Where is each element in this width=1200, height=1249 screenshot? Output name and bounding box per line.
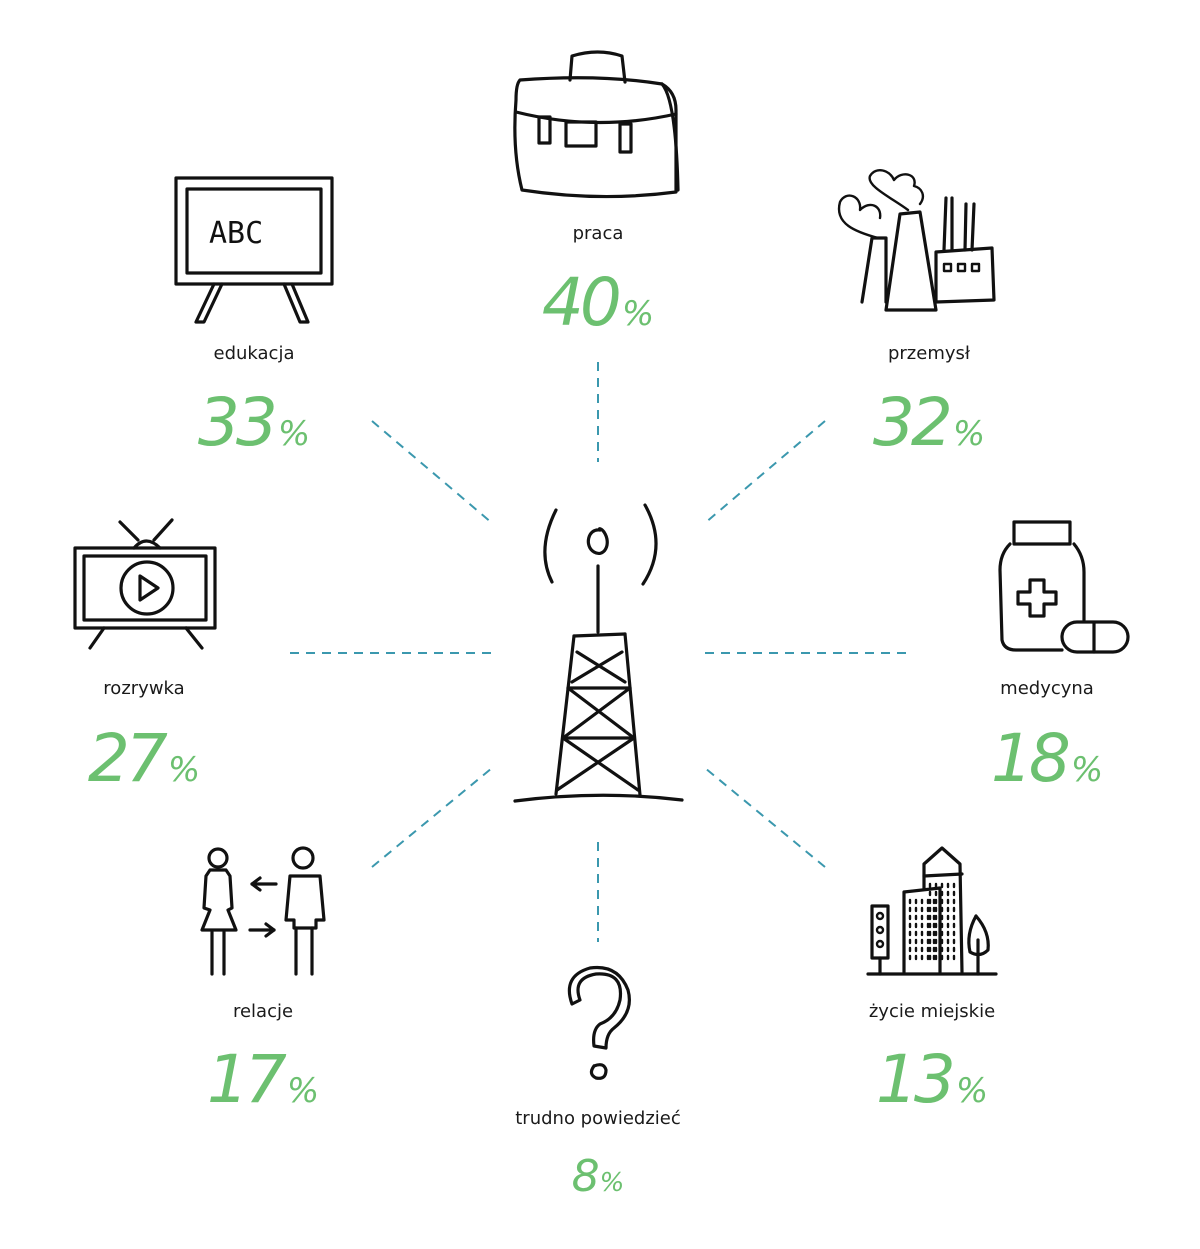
label-zycie: życie miejskie bbox=[868, 1001, 996, 1022]
label-medycyna: medycyna bbox=[1000, 678, 1094, 699]
label-przemysl: przemysł bbox=[887, 343, 971, 364]
briefcase-icon bbox=[513, 50, 680, 199]
percent-value: 18 bbox=[990, 720, 1071, 797]
label-relacje: relacje bbox=[232, 1001, 294, 1022]
percent-sign: % bbox=[286, 1071, 320, 1111]
connector-przemysl bbox=[704, 420, 826, 524]
percent-praca: 40% bbox=[542, 270, 654, 336]
radio-tower-icon bbox=[513, 503, 684, 803]
percent-sign: % bbox=[167, 750, 201, 790]
question-mark-icon bbox=[567, 965, 631, 1080]
label-praca: praca bbox=[572, 223, 624, 244]
connector-zycie bbox=[704, 767, 826, 868]
percent-przemysl: 32% bbox=[873, 390, 985, 456]
percent-sign: % bbox=[277, 414, 311, 454]
factory-icon bbox=[837, 169, 996, 312]
percent-value: 17 bbox=[206, 1041, 287, 1118]
connector-lines bbox=[290, 362, 909, 942]
percent-medycyna: 18% bbox=[991, 726, 1103, 792]
label-rozrywka: rozrywka bbox=[103, 678, 185, 699]
percent-value: 27 bbox=[87, 720, 168, 797]
percent-sign: % bbox=[952, 414, 986, 454]
percent-sign: % bbox=[1070, 750, 1104, 790]
percent-sign: % bbox=[599, 1168, 625, 1198]
people-icon bbox=[200, 846, 326, 976]
medicine-jar-icon bbox=[998, 520, 1130, 654]
connector-relacje bbox=[371, 767, 493, 868]
connector-edukacja bbox=[371, 420, 493, 524]
percent-sign: % bbox=[621, 294, 655, 334]
percent-sign: % bbox=[955, 1071, 989, 1111]
blackboard-icon: ABC bbox=[174, 176, 334, 324]
percent-edukacja: 33% bbox=[198, 390, 310, 456]
label-trudno: trudno powiedzieć bbox=[515, 1108, 681, 1129]
percent-value: 40 bbox=[541, 264, 622, 341]
tv-icon bbox=[73, 518, 217, 650]
percent-value: 32 bbox=[872, 384, 953, 461]
label-edukacja: edukacja bbox=[213, 343, 295, 364]
city-icon bbox=[866, 846, 998, 976]
board-text: ABC bbox=[209, 216, 263, 251]
percent-value: 8 bbox=[571, 1151, 600, 1202]
percent-rozrywka: 27% bbox=[88, 726, 200, 792]
percent-relacje: 17% bbox=[207, 1047, 319, 1113]
percent-trudno: 8% bbox=[572, 1155, 625, 1199]
percent-zycie: 13% bbox=[876, 1047, 988, 1113]
percent-value: 33 bbox=[197, 384, 278, 461]
percent-value: 13 bbox=[875, 1041, 956, 1118]
